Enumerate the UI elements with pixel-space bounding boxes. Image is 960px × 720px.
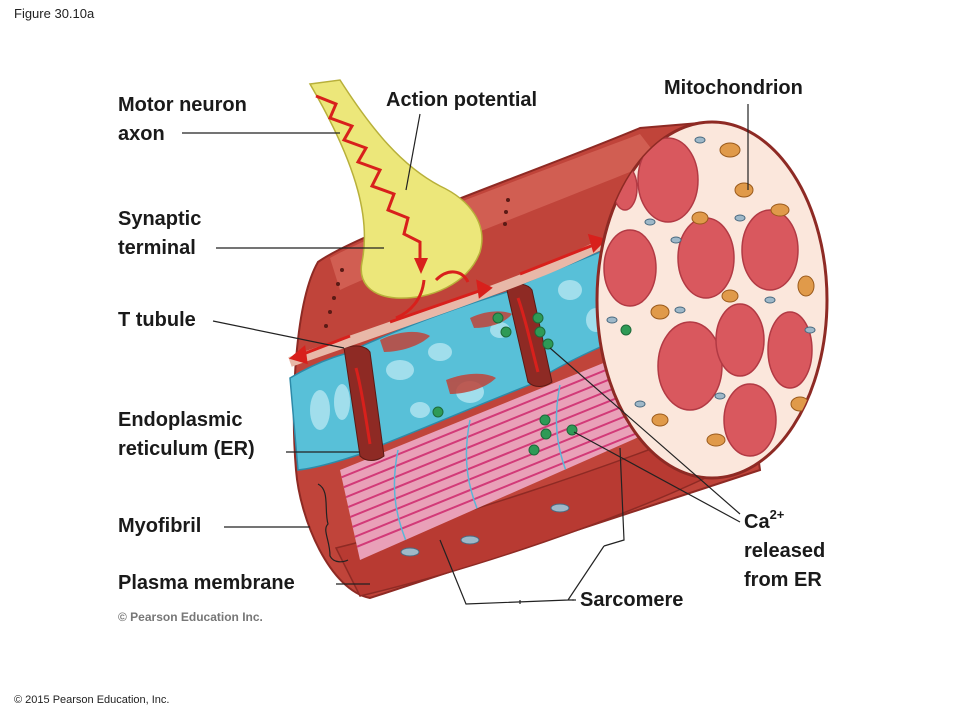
action-potential-arrows xyxy=(288,233,607,445)
label-motor-neuron-axon-line2: axon xyxy=(118,123,165,145)
label-action-potential-text: Action potential xyxy=(386,89,538,111)
label-mitochondrion: Mitochondrion xyxy=(664,74,803,103)
label-myofibril: Myofibril xyxy=(118,512,201,541)
membrane-nuclei xyxy=(400,503,570,557)
cross-section xyxy=(595,120,829,480)
image-credit: © Pearson Education Inc. xyxy=(118,610,263,624)
label-plasma-membrane: Plasma membrane xyxy=(118,569,295,598)
label-calcium-line2: released xyxy=(744,540,826,562)
label-er: Endoplasmic reticulum (ER) xyxy=(118,406,255,464)
label-t-tubule: T tubule xyxy=(118,306,196,335)
label-mitochondrion-text: Mitochondrion xyxy=(664,77,803,99)
label-motor-neuron-axon: Motor neuron axon xyxy=(118,91,247,149)
calcium-symbol: Ca xyxy=(744,511,770,533)
label-synaptic-terminal-line1: Synaptic xyxy=(118,208,202,230)
label-calcium-line1: Ca2+ xyxy=(744,508,825,537)
label-sarcomere-text: Sarcomere xyxy=(580,589,684,611)
label-t-tubule-text: T tubule xyxy=(118,309,196,331)
label-action-potential: Action potential xyxy=(386,86,537,115)
label-calcium-line3: from ER xyxy=(744,569,822,591)
leader-ca-1 xyxy=(549,347,741,515)
copyright-notice: © 2015 Pearson Education, Inc. xyxy=(14,694,170,706)
myofibril-cross-sections xyxy=(603,137,813,457)
label-calcium-released: Ca2+ released from ER xyxy=(744,508,825,595)
leader-lines xyxy=(182,104,749,605)
leader-t-tubule xyxy=(212,320,345,349)
synapse-arrow-left xyxy=(395,279,426,320)
label-sarcomere: Sarcomere xyxy=(580,586,683,615)
bracket-myofibril xyxy=(317,483,349,563)
action-potential-zigzag xyxy=(315,94,422,262)
label-er-line2: reticulum (ER) xyxy=(118,438,255,460)
label-synaptic-terminal: Synaptic terminal xyxy=(118,205,201,263)
label-myofibril-text: Myofibril xyxy=(118,515,202,537)
figure-label: Figure 30.10a xyxy=(14,6,95,21)
label-synaptic-terminal-line2: terminal xyxy=(118,237,196,259)
label-motor-neuron-axon-line1: Motor neuron xyxy=(118,94,247,116)
leader-ca-2 xyxy=(573,431,741,523)
calcium-ions xyxy=(432,312,632,456)
calcium-charge: 2+ xyxy=(769,507,785,522)
action-potential-arrowhead xyxy=(414,258,428,274)
synapse-arrow-right xyxy=(434,270,470,283)
leader-action-potential xyxy=(405,113,421,191)
label-er-line1: Endoplasmic xyxy=(118,409,243,431)
label-plasma-membrane-text: Plasma membrane xyxy=(118,572,295,594)
surface-pores xyxy=(324,198,510,328)
motor-neuron-axon xyxy=(308,79,483,299)
